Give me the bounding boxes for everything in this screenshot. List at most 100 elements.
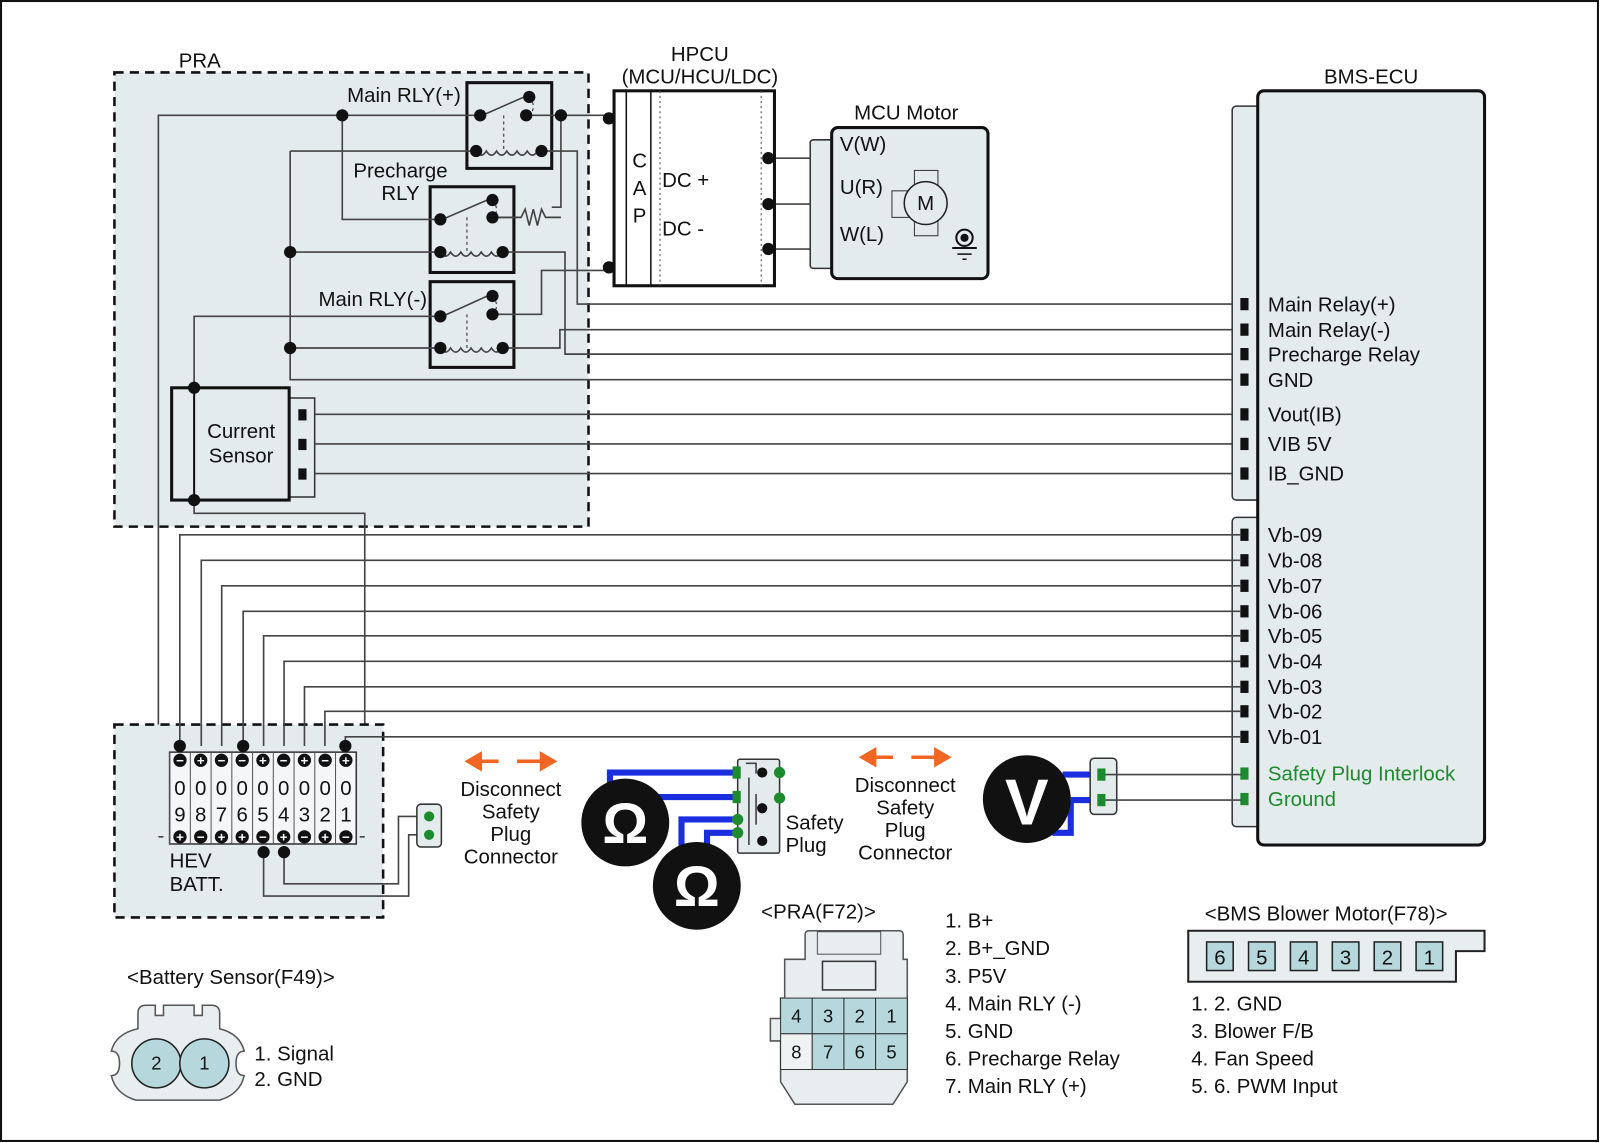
f78-pin: [1373, 941, 1402, 972]
cap-label: C: [632, 150, 647, 172]
disconnect-arrow-2: [858, 746, 952, 768]
f78-pin-label: 4: [1298, 947, 1309, 969]
plus-terminal-icon: [256, 753, 270, 767]
plus-terminal-icon: [339, 753, 353, 767]
minus-terminal-icon: [214, 753, 229, 767]
bms-pin-label: Vout(IB): [1268, 404, 1342, 426]
bms-pin-label: Precharge Relay: [1268, 344, 1421, 366]
phase-u-label: U(R): [840, 177, 883, 199]
volt-symbol: V: [1005, 766, 1049, 839]
bms-pin: [1240, 408, 1249, 421]
f78-pin-label: 2: [1382, 947, 1393, 969]
main-rly-plus-label: Main RLY(+): [347, 85, 461, 107]
bms-pin-label: Vb-05: [1268, 626, 1323, 648]
battery-cell: 0 8 + −: [194, 753, 208, 844]
bms-pin: [1240, 792, 1249, 806]
f78-pin: [1247, 941, 1276, 972]
disconnect-label: Disconnect: [460, 779, 561, 801]
bms-pin-label: Vb-08: [1268, 550, 1323, 572]
pin-label: 2: [151, 1053, 161, 1074]
vb-wire: [283, 660, 1242, 747]
safety-plug-label-2: Plug: [786, 835, 827, 857]
cap-label: A: [633, 178, 647, 200]
f72-pin-label: 6: [855, 1041, 865, 1062]
vb-wire: [303, 686, 1242, 747]
bms-pin-label: Vb-06: [1268, 601, 1323, 623]
pin-label: 1: [199, 1053, 209, 1074]
plus-terminal-icon: [318, 830, 332, 844]
precharge-label-2: RLY: [381, 183, 420, 205]
disconnect-label: Connector: [858, 842, 952, 864]
disconnect-label: Safety: [876, 797, 935, 819]
bms-pin-label: Vb-02: [1268, 701, 1323, 723]
bms-pin-label: Vb-01: [1268, 727, 1323, 749]
pin-desc: 2. GND: [254, 1069, 322, 1091]
bms-pin: [1240, 605, 1249, 618]
f78-pin-desc: 3. Blower F/B: [1191, 1021, 1314, 1043]
bms-pin: [1240, 655, 1249, 668]
bms-ecu: BMS-ECU Main Relay(+)Main Relay(-)Precha…: [1231, 67, 1487, 847]
svg-text:+: +: [218, 829, 226, 844]
f78-pin: [1415, 941, 1444, 972]
cell-digit: 8: [195, 805, 206, 827]
f72-pin-label: 5: [886, 1041, 896, 1062]
battery-sensor-connector: [416, 803, 443, 848]
svg-text:−: −: [176, 753, 184, 768]
mcu-motor: MCU Motor V(W) U(R) W(L) M: [809, 102, 990, 281]
hpcu-block: HPCU (MCU/HCU/LDC) C A P DC + DC -: [612, 44, 779, 288]
cell-digit: 0: [278, 778, 289, 800]
current-sensor: [170, 386, 291, 502]
bms-pin-label: Vb-04: [1268, 651, 1323, 673]
bms-pin: [1240, 680, 1249, 693]
cap-label: P: [633, 205, 647, 227]
svg-text:+: +: [176, 829, 184, 844]
main-relay-minus: [428, 280, 516, 369]
cell-digit: 9: [174, 805, 185, 827]
f72-pin-label: 7: [823, 1041, 833, 1062]
cell-digit: 0: [319, 778, 330, 800]
svg-text:−: −: [197, 829, 205, 844]
svg-text:+: +: [259, 753, 267, 768]
motor-m: M: [917, 193, 934, 215]
phase-w-label: W(L): [840, 224, 884, 246]
bms-pin-label: Vb-03: [1268, 677, 1323, 699]
bms-pin: [1240, 579, 1249, 592]
svg-text:−: −: [342, 829, 350, 844]
f78-pin: [1205, 941, 1234, 972]
f72-pin-label: 1: [886, 1006, 896, 1027]
svg-text:+: +: [197, 753, 205, 768]
hev-battery: 09−+08+−07−+06−+05+−04−+03+−02−+01+− HEV…: [113, 533, 1242, 919]
bms-pin-label: Main Relay(-): [1268, 320, 1391, 342]
vb-wire: [324, 710, 1242, 747]
battery-cell: 02−+: [318, 753, 332, 844]
svg-text:−: −: [301, 829, 309, 844]
vb-wire: [262, 634, 1242, 747]
hpcu-subtitle: (MCU/HCU/LDC): [622, 67, 779, 89]
relay-wiring: [157, 90, 1242, 839]
blower-title: <BMS Blower Motor(F78)>: [1205, 904, 1448, 926]
ohmmeter-icon: Ω: [581, 778, 670, 867]
disconnect-label: Safety: [482, 801, 541, 823]
battery-cell: 07−+: [214, 753, 229, 844]
bms-green-pin-label: Ground: [1268, 789, 1336, 811]
disconnect-arrow-1: [464, 751, 558, 772]
dc-plus-label: DC +: [662, 170, 709, 192]
f78-pin-label: 6: [1214, 947, 1225, 969]
bms-pin-label: IB_GND: [1268, 464, 1344, 486]
f72-pin-desc: 7. Main RLY (+): [945, 1076, 1087, 1098]
f78-pin-label: 3: [1340, 947, 1351, 969]
current-sensor-label-2: Sensor: [209, 445, 274, 467]
cell-digit: 0: [195, 778, 206, 800]
bms-pin: [1240, 730, 1249, 743]
disconnect-label: Plug: [885, 820, 926, 842]
precharge-relay: [428, 185, 516, 275]
bms-pin: [1240, 629, 1249, 642]
svg-text:+: +: [280, 829, 288, 844]
svg-text:+: +: [301, 753, 309, 768]
motor-icon: [903, 180, 948, 226]
bms-pin: [1240, 467, 1249, 480]
bms-pin-label: Vb-07: [1268, 576, 1323, 598]
disconnect-label: Disconnect: [855, 775, 956, 797]
minus-terminal-icon: [318, 753, 332, 767]
